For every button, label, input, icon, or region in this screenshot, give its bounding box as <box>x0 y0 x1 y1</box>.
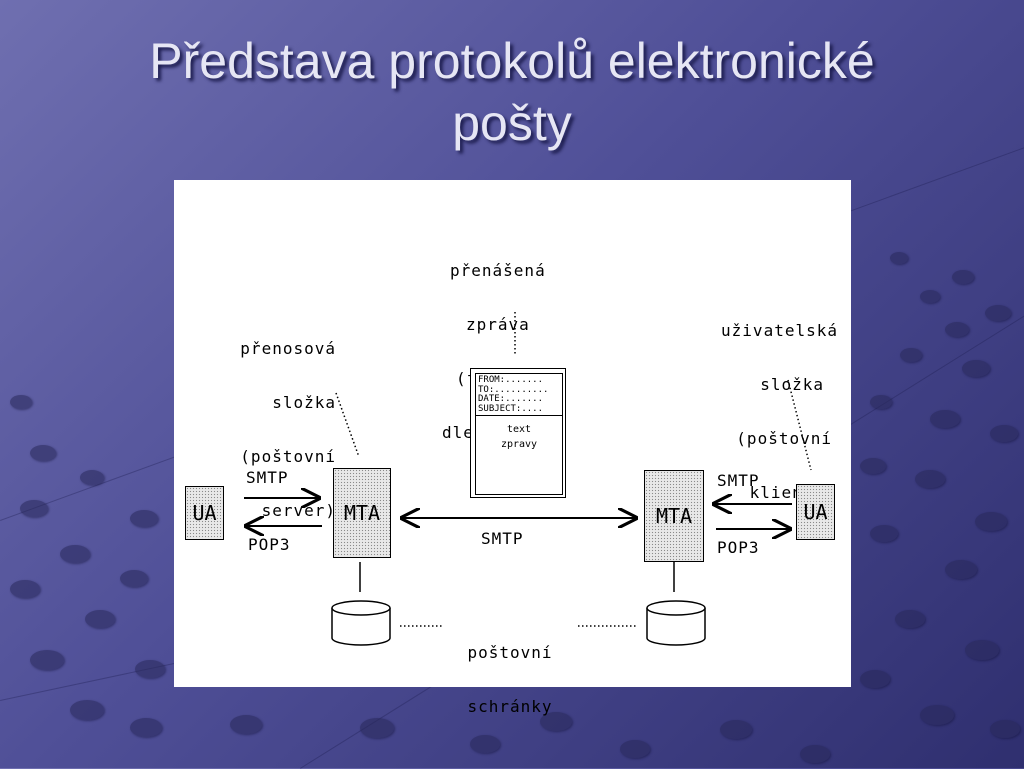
slide-title: Představa protokolů elektronické pošty <box>40 30 984 154</box>
mailbox-left-icon <box>331 600 391 646</box>
message-card-inner: FROM:....... TO:.......... DATE:....... … <box>475 373 563 495</box>
node-ua-left: UA <box>185 486 224 540</box>
edge-center-smtp: SMTP <box>481 529 524 548</box>
edge-right-smtp: SMTP <box>717 471 760 490</box>
diagram-panel: přenášená zpráva (formát dle RFC822) pře… <box>174 180 851 716</box>
node-mta-left: MTA <box>333 468 391 558</box>
label-mailboxes: poštovní schránky <box>467 643 553 716</box>
leader-transfer <box>335 392 360 458</box>
node-ua-right: UA <box>796 484 835 540</box>
mailbox-right-icon <box>646 600 706 646</box>
message-card: FROM:....... TO:.......... DATE:....... … <box>470 368 566 498</box>
edge-left-pop3: POP3 <box>248 535 291 554</box>
node-mta-right: MTA <box>644 470 704 562</box>
slide-title-line-2: pošty <box>452 95 572 151</box>
slide-title-line-1: Představa protokolů elektronické <box>149 33 875 89</box>
edge-left-smtp: SMTP <box>246 468 289 487</box>
diagram-lines <box>244 312 812 646</box>
leader-user <box>787 379 812 471</box>
edge-right-pop3: POP3 <box>717 538 760 557</box>
message-header: FROM:....... TO:.......... DATE:....... … <box>476 374 562 416</box>
message-body: text zpravy <box>500 424 538 450</box>
label-transfer-agent: přenosová složka (poštovní server) <box>240 339 336 520</box>
